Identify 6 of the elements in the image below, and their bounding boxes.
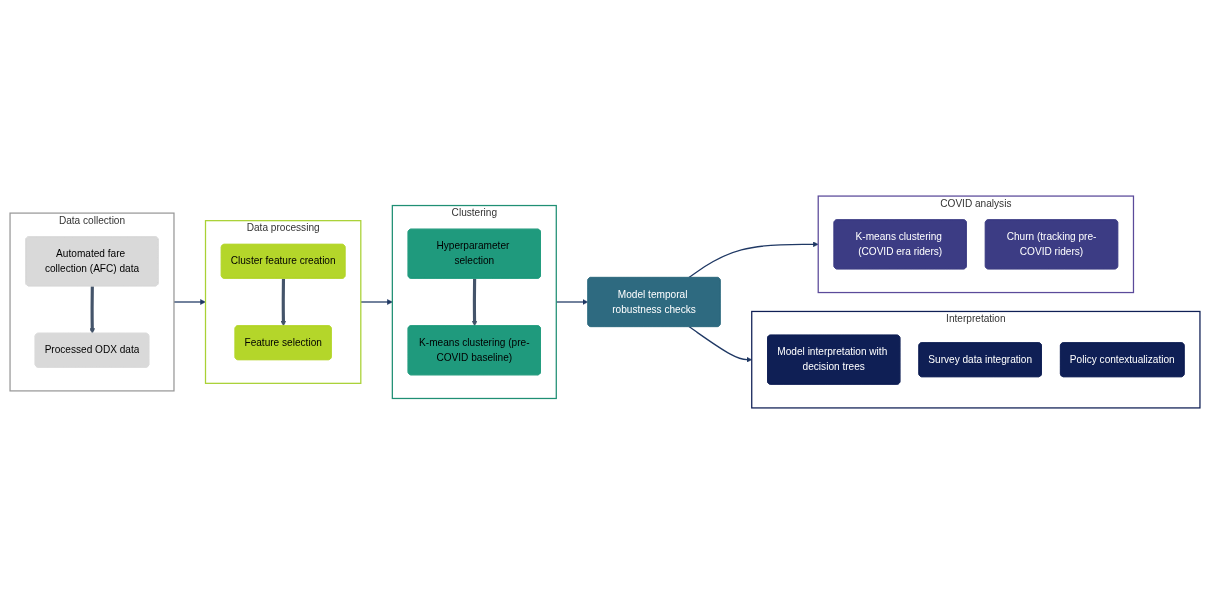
arrow (687, 241, 818, 279)
arrow (89, 286, 95, 334)
arrow (687, 325, 752, 363)
arrow (471, 278, 477, 327)
arrow (280, 278, 286, 327)
arrow (555, 299, 588, 305)
